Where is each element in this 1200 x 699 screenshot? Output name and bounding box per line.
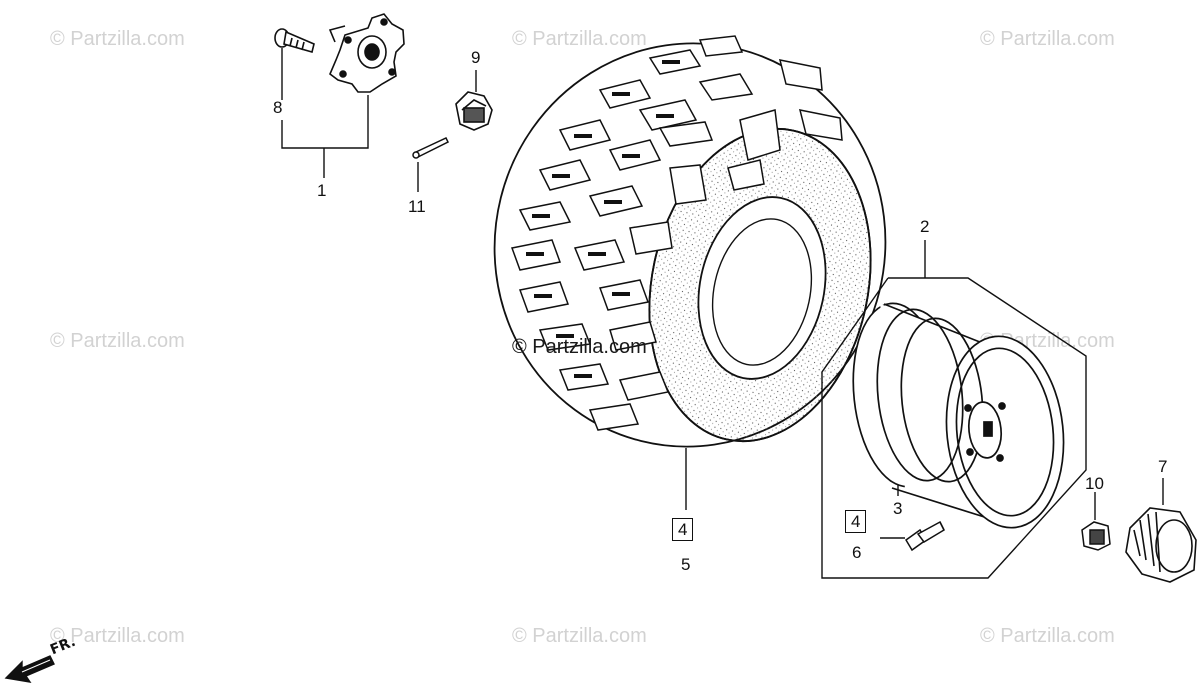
hub-cap [1125, 507, 1197, 583]
watermark: © Partzilla.com [512, 28, 647, 50]
front-direction-arrow [4, 655, 55, 683]
callout-6: 6 [852, 543, 862, 562]
callout-11: 11 [408, 197, 426, 216]
castle-nut [455, 91, 493, 131]
callout-4-box-valve: 4 [845, 510, 867, 533]
callout-7: 7 [1158, 457, 1168, 476]
leader-lines [281, 48, 1164, 579]
wheel-rim [852, 302, 1065, 529]
callout-2: 2 [920, 217, 930, 236]
watermark: © Partzilla.com [980, 28, 1115, 50]
callout-9: 9 [471, 48, 481, 67]
cotter-pin [412, 137, 450, 159]
center-watermark: © Partzilla.com [512, 336, 647, 358]
watermark: © Partzilla.com [50, 625, 185, 647]
callout-5: 5 [681, 555, 691, 574]
tire-valve [905, 520, 945, 552]
hub-part [328, 13, 405, 93]
callout-4-box-tire: 4 [672, 518, 694, 541]
watermark: © Partzilla.com [512, 625, 647, 647]
flange-bolt [274, 28, 315, 53]
wheel-nut [1081, 521, 1111, 551]
callout-8: 8 [273, 98, 283, 117]
watermark: © Partzilla.com [50, 28, 185, 50]
callout-3: 3 [893, 499, 903, 518]
callout-10: 10 [1085, 474, 1104, 493]
watermark: © Partzilla.com [50, 330, 185, 352]
watermark: © Partzilla.com [980, 625, 1115, 647]
tire [493, 35, 887, 448]
callout-1: 1 [317, 181, 327, 200]
